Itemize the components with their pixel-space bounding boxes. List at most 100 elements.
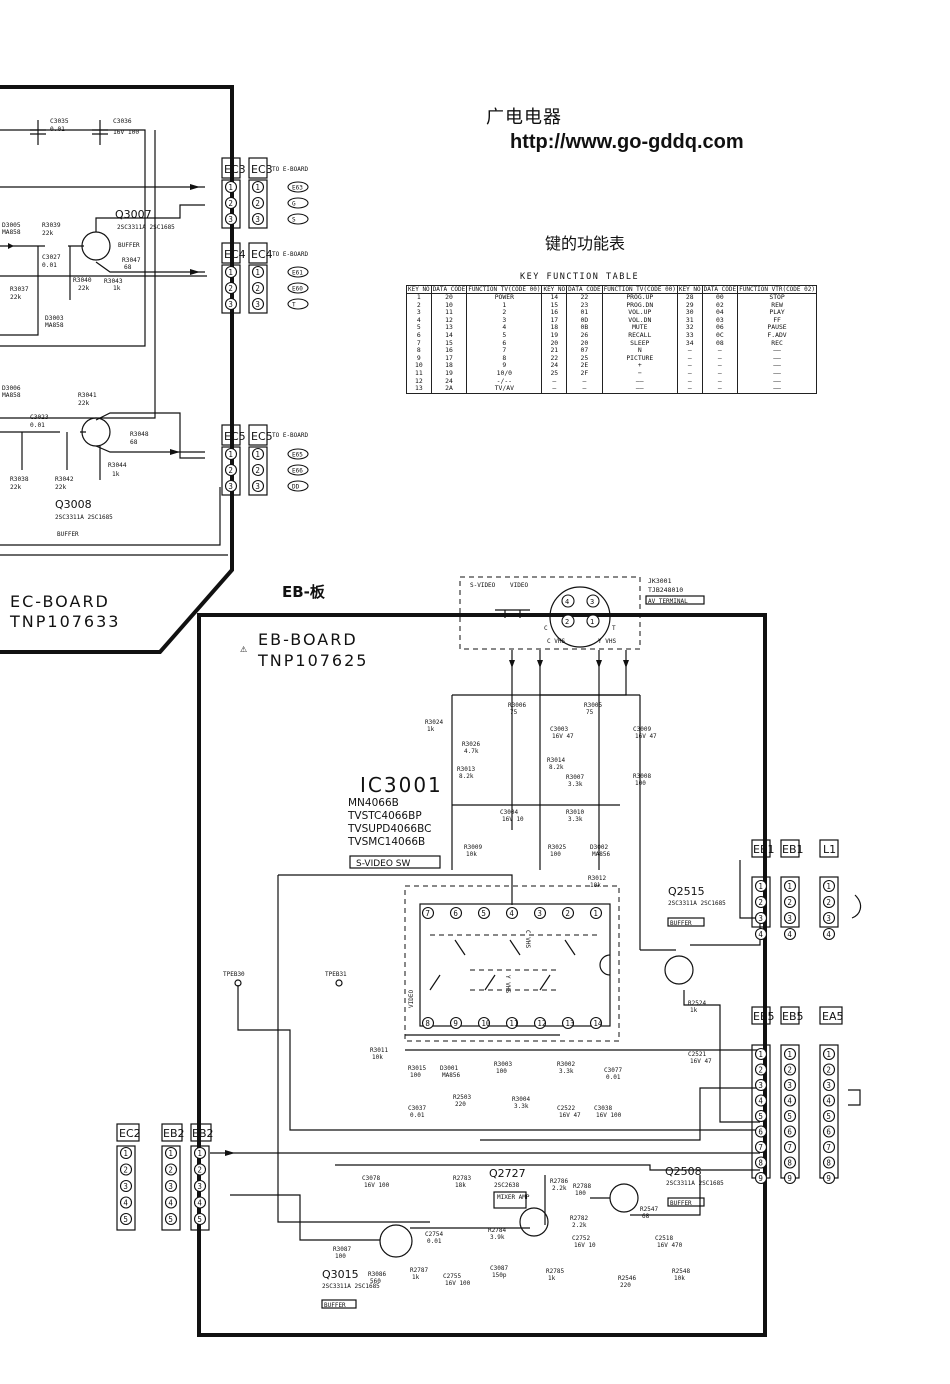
ea5-pin-label: 8 (826, 1158, 831, 1167)
component-value: 16V 470 (657, 1242, 683, 1249)
eb1b-pin-label: 1 (787, 882, 792, 891)
q2515-label: Q2515 (668, 885, 705, 898)
q2515-role: BUFFER (670, 920, 692, 927)
ec-pin-b (251, 180, 265, 194)
q3007-role: BUFFER (118, 242, 140, 249)
eb2a-pin-label: 4 (168, 1198, 173, 1207)
label-r3047: R3047 (122, 257, 141, 264)
ec3-connector: EC3 EC3 TO E-BOARD (221, 157, 309, 229)
ic-pin-top-label: 4 (509, 909, 514, 918)
eb2a-pin-label: 1 (168, 1149, 173, 1158)
table-header-row: KEY NO DATA CODE FUNCTION TV(CODE 00) KE… (406, 285, 817, 294)
label-r3037: R3037 (10, 286, 29, 293)
q2515-role-box (667, 917, 705, 927)
component-value: 16V 47 (559, 1112, 581, 1119)
component-ref: R2548 (672, 1268, 690, 1275)
eb5b-pin-label: 9 (787, 1174, 792, 1183)
ec3-label-b: EC3 (251, 163, 273, 176)
l1-pin-label: 2 (826, 898, 831, 907)
component-ref: D3001 (440, 1065, 458, 1072)
eb1-pin (754, 911, 768, 925)
l1-pin (822, 927, 836, 941)
component-ref: R2788 (573, 1183, 591, 1190)
value-r3048: 68 (130, 439, 138, 446)
svg-text:4: 4 (565, 598, 569, 606)
ea5-pin-label: 4 (826, 1096, 831, 1105)
key-table-title-cn: 键的功能表 (545, 234, 626, 253)
component-ref: R3010 (566, 809, 584, 816)
component-ref: R2782 (570, 1215, 588, 1222)
component-value: 2.2k (552, 1185, 567, 1192)
component-ref: C3004 (500, 809, 518, 816)
q2727-label: Q2727 (489, 1167, 526, 1180)
component-value: 100 (496, 1068, 507, 1075)
eb5-pin (754, 1156, 768, 1169)
eb2b-pin-label: 4 (197, 1198, 202, 1207)
ic-pin-bottom-label: 13 (565, 1019, 574, 1028)
eb5b-pin-label: 2 (787, 1065, 792, 1074)
ec2-pin-label: 5 (123, 1215, 128, 1224)
ec2-pin-label: 4 (123, 1198, 128, 1207)
col-header: KEY NO (406, 285, 432, 294)
eb2b-pin-label: 5 (197, 1215, 202, 1224)
value-r3047: 68 (124, 264, 132, 271)
l1-pin-label: 4 (826, 930, 831, 939)
ic-pin-top (477, 906, 491, 920)
component-ref: R2503 (453, 1094, 471, 1101)
component-value: 16V 47 (635, 733, 657, 740)
ea5-pin (822, 1140, 836, 1154)
component-ref: R3005 (584, 702, 602, 709)
component-value: 0.01 (606, 1074, 621, 1081)
component-value: 8.2k (459, 773, 474, 780)
ic-pin-top (561, 906, 575, 920)
ea5-pin-label: 2 (826, 1065, 831, 1074)
svg-text:2: 2 (565, 618, 569, 626)
label-c3023: C3023 (30, 414, 49, 421)
component-value: 16V 100 (364, 1182, 390, 1189)
ec2-pin-label: 1 (123, 1149, 128, 1158)
label-c3036: C3036 (113, 118, 132, 125)
value-r3037: 22k (10, 294, 21, 301)
component-ref: C2754 (425, 1231, 443, 1238)
ec2-pin (119, 1179, 133, 1193)
ec2-pin-label: 3 (123, 1182, 128, 1191)
label-r3041: R3041 (78, 392, 97, 399)
table-body-row: 1 2 3 4 5 6 7 8 9 10 11 12 13 20 10 11 1… (406, 293, 817, 394)
q2508-role-box (667, 1197, 705, 1207)
eb5-pin-label: 5 (758, 1112, 763, 1121)
eb1-label: EB1 (753, 843, 775, 856)
signal-tag (287, 181, 309, 193)
component-value: 10k (590, 882, 601, 889)
ec-pin-label: 3 (228, 482, 233, 491)
q3015-role: BUFFER (324, 1302, 346, 1309)
ec-pin-b-label: 2 (255, 284, 260, 293)
component-value: 100 (410, 1072, 421, 1079)
ic3001: IC3001 MN4066B TVSTC4066BP TVSUPD4066BC … (347, 773, 620, 1042)
table-cell: 22 23 01 0D 0B 26 20 07 25 2E 2F — — (566, 293, 603, 394)
component-value: 3.3k (568, 781, 583, 788)
component-ref: R2783 (453, 1175, 471, 1182)
eb5-pin-label: 9 (758, 1174, 763, 1183)
ec-pin-label: 1 (228, 183, 233, 192)
component-value: 1k (412, 1274, 420, 1281)
label-c3027: C3027 (42, 254, 61, 261)
ec-board-name: EC-BOARD (10, 592, 110, 611)
signal-tag-label: E65 (292, 451, 303, 458)
q2727-part: 2SC2638 (494, 1182, 520, 1189)
ic-pin-bottom (589, 1016, 603, 1030)
site-url[interactable]: http://www.go-gddq.com (510, 131, 744, 153)
ic-alt-3: TVSMC14066B (347, 836, 425, 848)
l1-pin (822, 911, 836, 925)
eb5b-pin-label: 1 (787, 1050, 792, 1059)
ec-pin-b-label: 2 (255, 466, 260, 475)
site-name: 广电电器 (486, 107, 562, 128)
component-value: 10k (674, 1275, 685, 1282)
component-ref: R3024 (425, 719, 443, 726)
eb1-pin-label: 1 (758, 882, 763, 891)
signal-tag-label: G (292, 200, 296, 207)
component-ref: R3009 (464, 844, 482, 851)
svg-text:1: 1 (590, 618, 594, 626)
eb5-pin-label: 2 (758, 1065, 763, 1074)
ec5-label-b: EC5 (251, 430, 273, 443)
